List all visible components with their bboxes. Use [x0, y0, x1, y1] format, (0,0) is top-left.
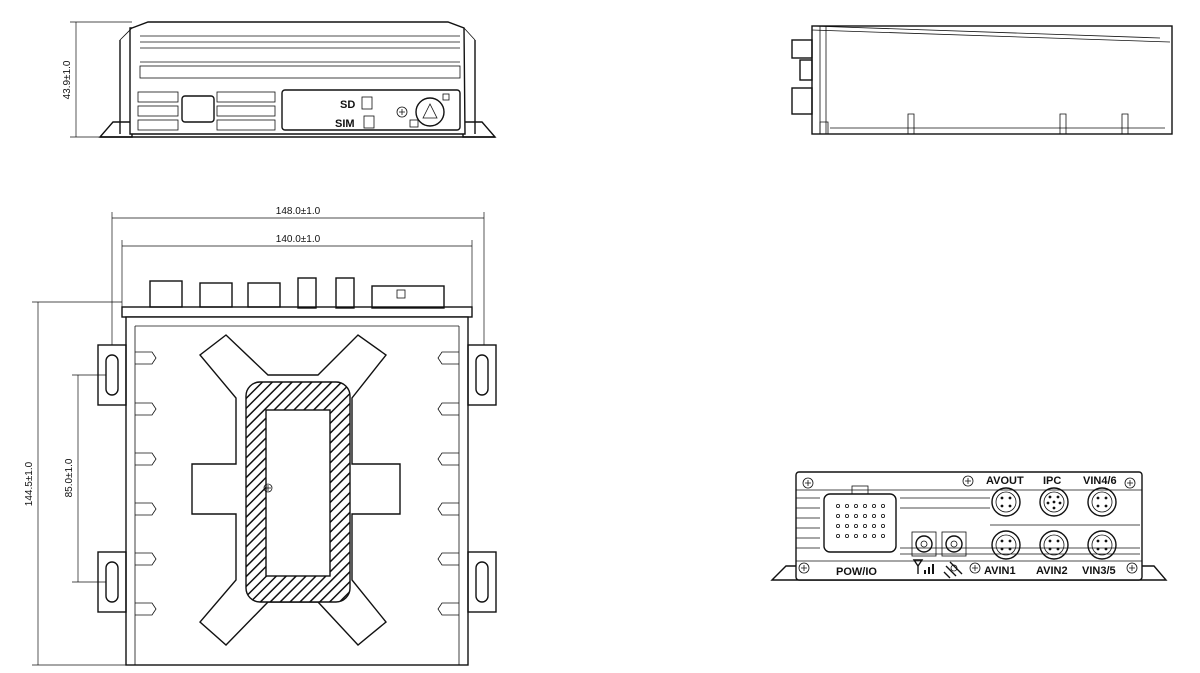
avin2-connector[interactable]	[1039, 530, 1069, 560]
mount-spacing-label: 85.0±1.0	[64, 458, 75, 497]
height-dimension: 43.9±1.0	[62, 21, 132, 138]
screw-icon	[798, 562, 810, 574]
gps-satellite-icon	[943, 561, 963, 579]
mount-spacing-dimension: 85.0±1.0	[64, 374, 106, 583]
sim-slot-label: SIM	[335, 118, 355, 130]
top-view	[97, 277, 497, 666]
depth-dimension-label: 144.5±1.0	[24, 461, 35, 506]
outer-width-label: 148.0±1.0	[276, 206, 321, 217]
screw-icon	[1126, 562, 1138, 574]
front-view: SD SIM	[98, 21, 497, 138]
vin46-connector[interactable]	[1087, 487, 1117, 517]
pow-io-connector[interactable]	[823, 485, 897, 553]
screw-icon	[1124, 477, 1136, 489]
depth-dimension: 144.5±1.0	[24, 301, 126, 666]
avout-label: AVOUT	[986, 475, 1024, 487]
vin35-connector[interactable]	[1087, 530, 1117, 560]
inner-width-dimension: 140.0±1.0	[121, 234, 473, 307]
sd-slot-label: SD	[340, 99, 355, 111]
avout-connector[interactable]	[991, 487, 1021, 517]
screw-icon	[263, 483, 273, 493]
screw-icon	[962, 475, 974, 487]
port-icon[interactable]	[941, 531, 967, 557]
key-icon	[396, 106, 408, 118]
ipc-connector[interactable]	[1039, 487, 1069, 517]
port-icon[interactable]	[911, 531, 937, 557]
rear-view: POW/IO AVOUT IPC VIN4/6	[770, 471, 1168, 581]
avin1-label: AVIN1	[984, 565, 1016, 577]
lock-icon[interactable]	[409, 93, 450, 128]
screw-icon	[969, 562, 981, 574]
side-view	[791, 25, 1173, 135]
height-dimension-label: 43.9±1.0	[62, 60, 73, 99]
screw-icon	[802, 477, 814, 489]
avin1-connector[interactable]	[991, 530, 1021, 560]
vin46-label: VIN4/6	[1083, 475, 1117, 487]
vin35-label: VIN3/5	[1082, 565, 1116, 577]
outer-width-dimension: 148.0±1.0	[111, 206, 485, 345]
inner-width-label: 140.0±1.0	[276, 234, 321, 245]
pow-io-label: POW/IO	[836, 566, 877, 578]
avin2-label: AVIN2	[1036, 565, 1068, 577]
ipc-label: IPC	[1043, 475, 1061, 487]
signal-bars-icon	[912, 559, 934, 574]
